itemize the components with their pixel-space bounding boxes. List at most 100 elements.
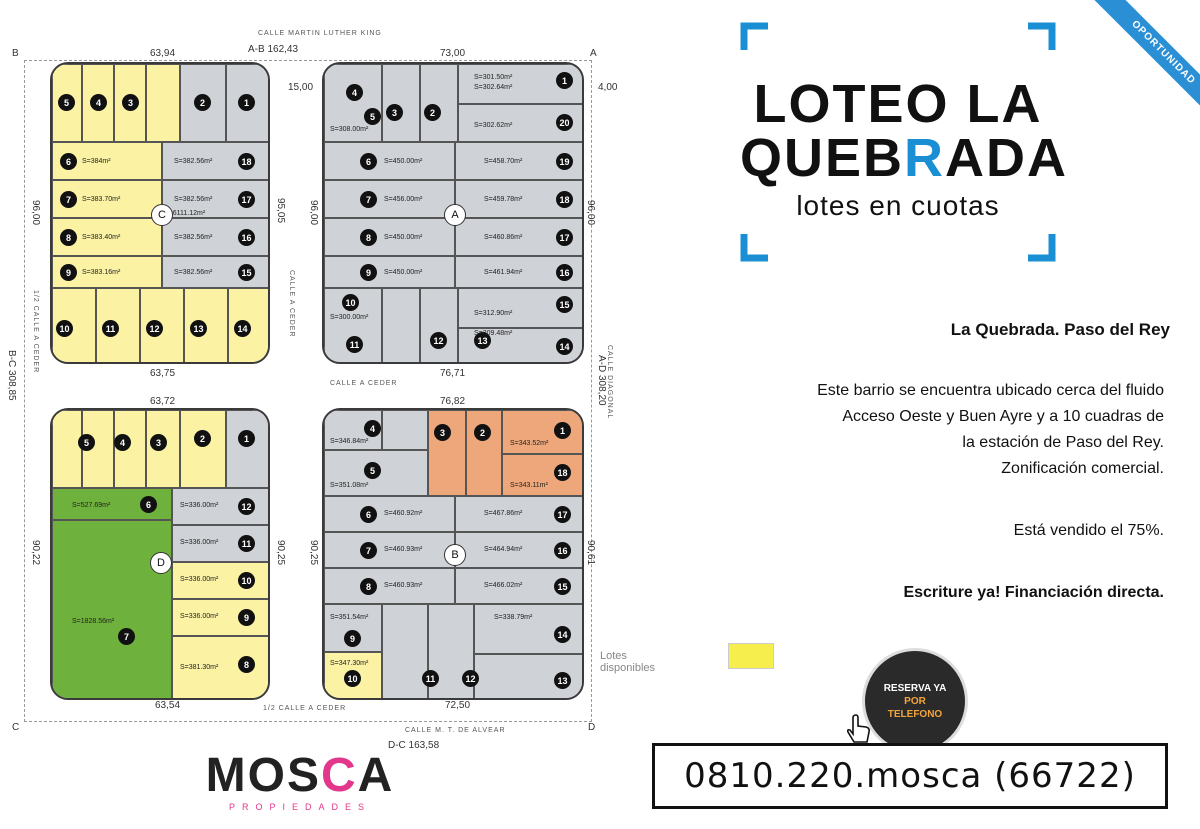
phone-number[interactable]: 0810.220.mosca (66722) bbox=[652, 743, 1168, 809]
lot-area: S=456.00m² bbox=[384, 196, 423, 203]
info-line-1: Este barrio se encuentra ubicado cerca d… bbox=[817, 382, 1164, 399]
lot-area: S=338.79m² bbox=[494, 614, 533, 621]
lot-b-14[interactable] bbox=[474, 604, 582, 654]
mosca-wordmark: MOSCA bbox=[205, 749, 395, 802]
lot-area: S=343.52m² bbox=[510, 440, 549, 447]
lot-area: S=302.64m² bbox=[474, 84, 513, 91]
lot-b-11[interactable] bbox=[382, 604, 428, 698]
lot-d-2[interactable] bbox=[180, 410, 226, 488]
street-middle-label: CALLE A CEDER bbox=[330, 380, 398, 387]
lot-number: 18 bbox=[238, 153, 255, 170]
lot-a-4[interactable] bbox=[324, 64, 382, 142]
lot-number: 11 bbox=[422, 670, 439, 687]
street-middle-v-label: CALLE A CEDER bbox=[288, 270, 295, 338]
lot-number: 2 bbox=[474, 424, 491, 441]
lot-b-6[interactable] bbox=[324, 496, 455, 532]
dim-v-center-bot: 90,25 bbox=[275, 540, 286, 566]
logo-tagline: lotes en cuotas bbox=[796, 190, 1000, 221]
lot-b-3[interactable] bbox=[428, 410, 466, 496]
lot-number: 6 bbox=[360, 506, 377, 523]
lot-d-5[interactable] bbox=[52, 410, 82, 488]
lot-b-1[interactable] bbox=[502, 410, 582, 454]
lot-number: 12 bbox=[238, 498, 255, 515]
legend-label: Lotes disponibles bbox=[600, 650, 656, 674]
info-heading: La Quebrada. Paso del Rey bbox=[950, 320, 1170, 339]
lot-a-8[interactable] bbox=[324, 218, 455, 256]
lot-number: 7 bbox=[360, 191, 377, 208]
lot-number: 17 bbox=[554, 506, 571, 523]
lot-area: S=527.69m² bbox=[72, 502, 111, 509]
lot-b-18[interactable] bbox=[502, 454, 582, 496]
lot-a-3[interactable] bbox=[382, 64, 420, 142]
lot-c-7[interactable] bbox=[52, 180, 162, 218]
lot-number: 5 bbox=[364, 108, 381, 125]
logo-corner-icon bbox=[1028, 22, 1056, 50]
lot-area: S=1828.56m² bbox=[72, 618, 115, 625]
mosca-subtitle: PROPIEDADES bbox=[228, 802, 372, 812]
lot-number: 13 bbox=[474, 332, 491, 349]
corner-a-label: A bbox=[590, 48, 597, 59]
street-right-label: CALLE DIAGONAL bbox=[606, 345, 613, 420]
lot-number: 12 bbox=[430, 332, 447, 349]
lot-b-4b[interactable] bbox=[382, 410, 428, 450]
lot-a-6[interactable] bbox=[324, 142, 455, 180]
lot-area: S=464.94m² bbox=[484, 546, 523, 553]
legend-swatch bbox=[728, 643, 774, 669]
block-c: 5 4 3 2 1 6 7 8 9 18 17 16 15 10 11 12 1… bbox=[50, 62, 270, 364]
lot-a-17[interactable] bbox=[455, 218, 582, 256]
dim-bottom-left: 63,54 bbox=[155, 700, 181, 711]
info-line-4: Zonificación comercial. bbox=[1001, 460, 1164, 477]
block-d-letter: D bbox=[150, 552, 172, 574]
lot-number: 1 bbox=[238, 94, 255, 111]
lot-a-12[interactable] bbox=[420, 288, 458, 362]
lot-area: S=312.90m² bbox=[474, 310, 513, 317]
lot-c-2a[interactable] bbox=[146, 64, 180, 142]
lot-c-4[interactable] bbox=[82, 64, 114, 142]
lot-area: S=302.62m² bbox=[474, 122, 513, 129]
dim-right-top: 4,00 bbox=[598, 82, 618, 93]
lot-b-8[interactable] bbox=[324, 568, 455, 604]
lot-number: 10 bbox=[342, 294, 359, 311]
lot-number: 2 bbox=[194, 430, 211, 447]
lot-d-7[interactable] bbox=[52, 520, 172, 698]
lot-a-11[interactable] bbox=[382, 288, 420, 362]
lot-number: 3 bbox=[386, 104, 403, 121]
lot-a-2[interactable] bbox=[420, 64, 458, 142]
corner-c-label: C bbox=[12, 722, 20, 733]
dim-top-left: 63,94 bbox=[150, 48, 176, 59]
lot-number: 9 bbox=[360, 264, 377, 281]
lot-b-5[interactable] bbox=[324, 450, 428, 496]
lot-number: 17 bbox=[238, 191, 255, 208]
lot-area: S=383.40m² bbox=[82, 234, 121, 241]
lot-area: S=382.56m² bbox=[174, 196, 213, 203]
lot-d-1[interactable] bbox=[226, 410, 268, 488]
lot-number: 9 bbox=[60, 264, 77, 281]
dim-mid-right2: 76,82 bbox=[440, 396, 466, 407]
lot-number: 7 bbox=[60, 191, 77, 208]
lot-number: 11 bbox=[346, 336, 363, 353]
lot-area: S=384m² bbox=[82, 158, 111, 165]
lot-a-7[interactable] bbox=[324, 180, 455, 218]
mosca-logo[interactable]: MOSCA PROPIEDADES bbox=[195, 748, 405, 818]
lot-d-10[interactable] bbox=[172, 562, 268, 599]
lot-number: 15 bbox=[238, 264, 255, 281]
lot-area: S=460.92m² bbox=[384, 510, 423, 517]
lot-number: 20 bbox=[556, 114, 573, 131]
reserva-ya-button[interactable]: RESERVA YA POR TELEFONO bbox=[862, 648, 968, 754]
lot-number: 5 bbox=[78, 434, 95, 451]
dim-right-15: 15,00 bbox=[288, 82, 314, 93]
lot-a-9[interactable] bbox=[324, 256, 455, 288]
lot-number: 1 bbox=[556, 72, 573, 89]
block-c-letter: C bbox=[151, 204, 173, 226]
lot-number: 1 bbox=[554, 422, 571, 439]
lot-area: S=450.00m² bbox=[384, 234, 423, 241]
lot-b-7[interactable] bbox=[324, 532, 455, 568]
lot-d-12[interactable] bbox=[172, 488, 268, 525]
lot-number: 14 bbox=[556, 338, 573, 355]
lot-area: S=336.00m² bbox=[180, 539, 219, 546]
lot-area: S=450.00m² bbox=[384, 158, 423, 165]
lot-b-2[interactable] bbox=[466, 410, 502, 496]
lot-d-9[interactable] bbox=[172, 599, 268, 636]
lot-area: S=460.93m² bbox=[384, 582, 423, 589]
block-b: 1 2 3 4 5 6 7 8 9 10 11 12 13 14 15 16 1… bbox=[322, 408, 584, 700]
